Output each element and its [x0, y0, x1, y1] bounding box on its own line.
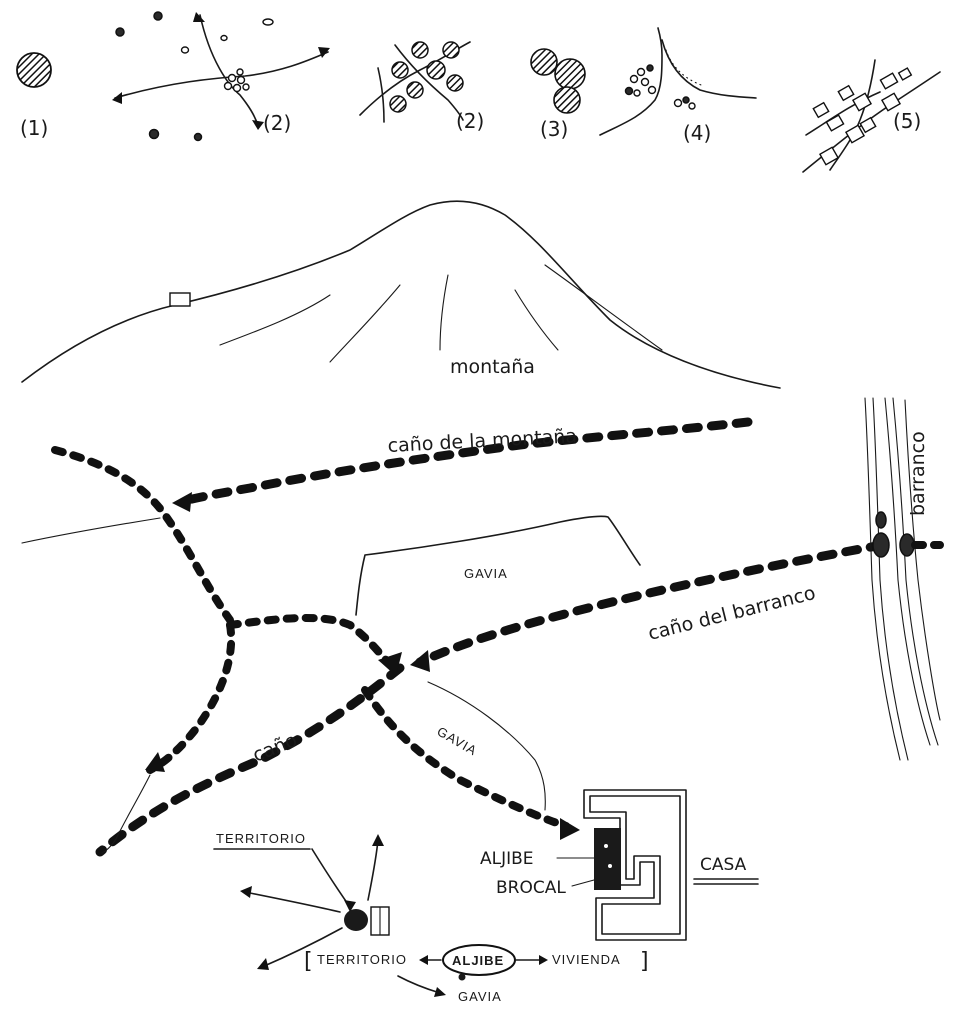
arrowhead-icon — [378, 652, 402, 676]
aljibe-center-label: ALJIBE — [452, 953, 504, 968]
cistern-mouth-icon — [344, 909, 368, 931]
brocal-label: BROCAL — [496, 878, 566, 898]
aljibe-label: ALJIBE — [480, 849, 534, 869]
stage-2-grid-sketch: (2) — [359, 41, 484, 133]
arrowhead-icon — [410, 650, 430, 672]
svg-text:[: [ — [304, 949, 313, 974]
stage-2a-label: (2) — [263, 111, 291, 135]
territorio-top-label: TERRITORIO — [216, 831, 306, 846]
single-cistern-icon — [16, 52, 52, 88]
channel-label: caño — [250, 729, 301, 767]
gavia-upper-field: GAVIA — [355, 515, 641, 616]
gavia-lower-label: GAVIA — [435, 724, 480, 759]
channel-network: caño de la montaña caño del barranco cañ… — [51, 417, 887, 857]
stage-5-sketch: (5) — [802, 59, 941, 173]
territorio-row-label: TERRITORIO — [317, 952, 407, 967]
arrowhead-icon — [172, 492, 192, 512]
ravine-channel-label: caño del barranco — [646, 582, 818, 645]
ravine: barranco — [864, 397, 944, 761]
ravine-label: barranco — [907, 431, 929, 516]
arrowhead-icon — [145, 752, 165, 772]
gavia-bottom-label: GAVIA — [458, 989, 502, 1004]
casa-label: CASA — [700, 855, 747, 875]
mountain-label: montaña — [450, 356, 535, 378]
aljibe-oval — [442, 944, 516, 976]
stage-3-sketch: (3) — [530, 48, 586, 141]
stage-2-scatter-sketch: (2) — [112, 11, 330, 142]
house-plan: ALJIBE BROCAL CASA — [480, 789, 759, 941]
vivienda-label: VIVIENDA — [552, 952, 621, 967]
cluster-center-icon — [223, 68, 250, 93]
mountain-channel-label: caño de la montaña — [387, 425, 577, 457]
svg-text:]: ] — [640, 949, 649, 974]
mountain-outline: montaña — [21, 200, 781, 389]
stage-1-label: (1) — [20, 116, 48, 140]
arrowhead-icon — [560, 818, 580, 840]
relation-diagram: TERRITORIO [ TERRITORIO ALJIBE VIVIENDA … — [213, 831, 649, 1004]
gavia-upper-label: GAVIA — [464, 566, 508, 581]
stage-5-label: (5) — [893, 109, 921, 133]
stage-3-label: (3) — [540, 117, 568, 141]
stage-1-sketch: (1) — [16, 52, 52, 140]
hermitage-icon — [169, 292, 191, 307]
cistern-icon — [594, 828, 621, 890]
stage-4-sketch: (4) — [599, 27, 757, 145]
stage-4-label: (4) — [683, 121, 711, 145]
stage-2b-label: (2) — [456, 109, 484, 133]
